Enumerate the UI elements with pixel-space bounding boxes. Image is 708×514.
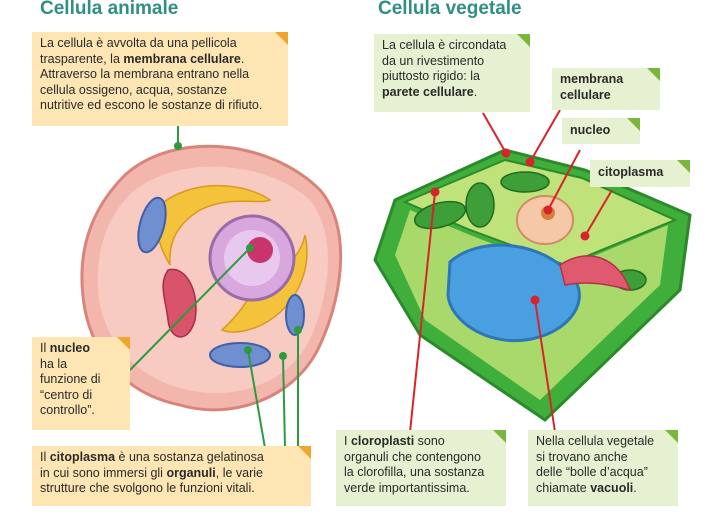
caption-text: Il	[40, 341, 50, 355]
caption-text: .	[633, 481, 636, 495]
caption-text: chiamate	[536, 481, 590, 495]
caption-plant-membrane: membrana cellulare	[552, 68, 660, 110]
caption-text: Il	[40, 450, 50, 464]
pointer-wall	[483, 113, 506, 153]
pointer-dot	[502, 149, 511, 158]
leader-dot	[174, 142, 182, 150]
caption-line: “centro di	[40, 388, 122, 404]
leader-dot	[294, 326, 302, 334]
caption-text: in cui sono immersi gli	[40, 466, 166, 480]
caption-keyword: nucleo	[50, 341, 90, 355]
caption-text: è una sostanza gelatinosa	[115, 450, 264, 464]
caption-keyword: vacuoli	[590, 481, 633, 495]
caption-line: nucleo	[570, 123, 632, 139]
corner-fold	[627, 118, 640, 131]
caption-line: controllo”.	[40, 403, 122, 419]
caption-line: La cellula è circondata	[382, 38, 522, 54]
caption-line: cellula ossigeno, acqua, sostanze	[40, 83, 280, 99]
caption-line: in cui sono immersi gli organuli, le var…	[40, 466, 303, 482]
caption-line: membrana	[560, 72, 652, 88]
leader-dot	[244, 346, 252, 354]
pointer-dot	[544, 206, 553, 215]
caption-line: funzione di	[40, 372, 122, 388]
leader-dot	[246, 244, 254, 252]
plant-chloroplast	[501, 172, 549, 192]
caption-keyword: parete cellulare	[382, 85, 474, 99]
plant-cell	[375, 150, 690, 420]
caption-line: La cellula è avvolta da una pellicola	[40, 36, 280, 52]
caption-line: parete cellulare.	[382, 85, 522, 101]
caption-text: .	[474, 85, 477, 99]
corner-fold	[298, 446, 311, 459]
corner-fold	[117, 337, 130, 350]
caption-line: si trovano anche	[536, 450, 670, 466]
caption-plant-wall: La cellula è circondata da un rivestimen…	[374, 34, 530, 112]
caption-line: da un rivestimento	[382, 54, 522, 70]
pointer-dot	[581, 232, 590, 241]
caption-animal-nucleus: Il nucleo ha la funzione di “centro di c…	[32, 337, 130, 430]
corner-fold	[665, 430, 678, 443]
caption-line: I cloroplasti sono	[344, 434, 498, 450]
caption-keyword: citoplasma	[50, 450, 115, 464]
corner-fold	[517, 34, 530, 47]
caption-plant-chloroplasts: I cloroplasti sono organuli che contengo…	[336, 430, 506, 506]
caption-line: chiamate vacuoli.	[536, 481, 670, 497]
pointer-dot	[531, 296, 540, 305]
caption-line: nutritive ed escono le sostanze di rifiu…	[40, 98, 280, 114]
caption-line: Il nucleo	[40, 341, 122, 357]
corner-fold	[677, 160, 690, 173]
caption-line: Attraverso la membrana entrano nella	[40, 67, 280, 83]
caption-line: delle “bolle d’acqua”	[536, 465, 670, 481]
caption-line: Il citoplasma è una sostanza gelatinosa	[40, 450, 303, 466]
caption-keyword: organuli	[166, 466, 215, 480]
caption-line: cellulare	[560, 88, 652, 104]
caption-text: trasparente, la	[40, 52, 123, 66]
caption-animal-cytoplasm: Il citoplasma è una sostanza gelatinosa …	[32, 446, 311, 506]
caption-line: ha la	[40, 357, 122, 373]
caption-line: citoplasma	[598, 165, 682, 181]
caption-line: piuttosto rigido: la	[382, 69, 522, 85]
caption-keyword: membrana cellulare	[123, 52, 240, 66]
caption-text: sono	[414, 434, 445, 448]
caption-line: trasparente, la membrana cellulare.	[40, 52, 280, 68]
corner-fold	[493, 430, 506, 443]
caption-text: I	[344, 434, 351, 448]
caption-line: strutture che svolgono le funzioni vital…	[40, 481, 303, 497]
caption-line: verde importantissima.	[344, 481, 498, 497]
caption-keyword: cloroplasti	[351, 434, 414, 448]
plant-nucleus	[517, 196, 573, 244]
corner-fold	[647, 68, 660, 81]
caption-text: , le varie	[216, 466, 263, 480]
pointer-dot	[526, 158, 535, 167]
caption-text: .	[241, 52, 244, 66]
caption-line: Nella cellula vegetale	[536, 434, 670, 450]
caption-line: organuli che contengono	[344, 450, 498, 466]
animal-mitochondrion	[210, 343, 270, 367]
caption-plant-cytoplasm: citoplasma	[590, 160, 690, 187]
plant-chloroplast	[466, 183, 494, 227]
corner-fold	[275, 32, 288, 45]
pointer-dot	[431, 188, 440, 197]
leader-dot	[279, 352, 287, 360]
caption-plant-vacuoles: Nella cellula vegetale si trovano anche …	[528, 430, 678, 506]
pointer-membrane	[530, 110, 560, 162]
caption-line: la clorofilla, una sostanza	[344, 465, 498, 481]
caption-animal-membrane: La cellula è avvolta da una pellicola tr…	[32, 32, 288, 126]
